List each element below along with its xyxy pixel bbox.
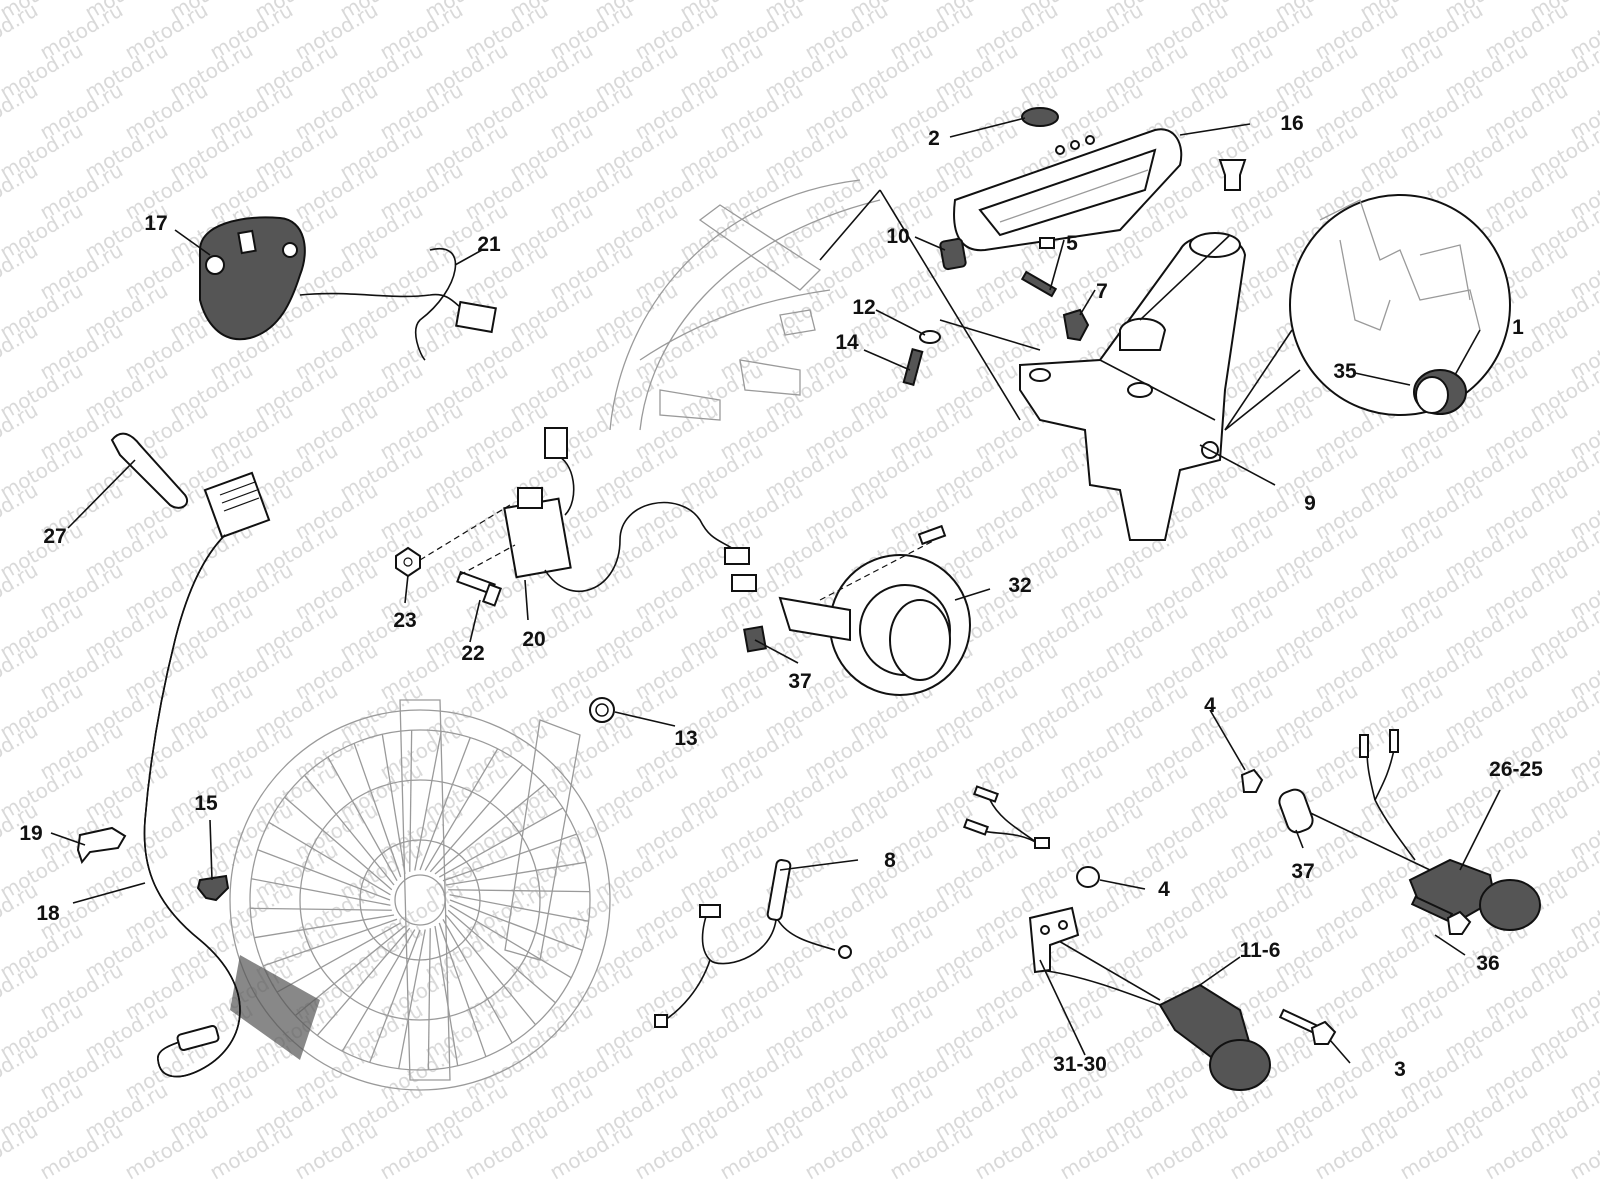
label-13: 13 (674, 727, 697, 750)
label-17: 17 (144, 212, 167, 235)
nut-23 (395, 546, 421, 578)
label-1: 1 (1512, 316, 1524, 339)
spacer-37-horn (743, 625, 767, 653)
wheel-spoke (434, 783, 546, 875)
wheel-spoke (369, 929, 421, 1063)
callout-labels: 1 2 3 4 4 5 7 8 9 10 11-6 12 13 14 15 16… (19, 112, 1543, 1081)
speed-sensor-cable (143, 471, 271, 1078)
wheel-spoke (445, 861, 586, 886)
label-10: 10 (886, 225, 909, 248)
label-26-25: 26-25 (1489, 758, 1543, 781)
wheel-spoke (254, 914, 395, 939)
label-35: 35 (1333, 360, 1357, 383)
wheel-spoke (250, 907, 392, 911)
wheel-spoke (447, 909, 556, 1004)
wheel-spoke (442, 918, 513, 1044)
wheel-spoke (268, 821, 391, 896)
wheel-spoke (257, 849, 391, 901)
rubber-7 (1062, 308, 1090, 342)
wheel-spoke (442, 833, 577, 882)
label-4-lower: 4 (1158, 878, 1170, 901)
wheel-spoke (251, 878, 391, 906)
label-5: 5 (1066, 232, 1078, 255)
label-22: 22 (461, 642, 484, 665)
wheel-spoke (445, 914, 537, 1026)
bolt-36 (1410, 895, 1472, 935)
bolt-22 (456, 570, 502, 607)
label-21: 21 (477, 233, 501, 256)
label-19: 19 (19, 822, 42, 845)
label-4-upper: 4 (1204, 694, 1216, 717)
wheel-spoke (276, 922, 402, 993)
label-16: 16 (1280, 112, 1303, 135)
label-3: 3 (1394, 1058, 1406, 1081)
label-36: 36 (1476, 952, 1499, 975)
wheel-spoke (429, 764, 524, 873)
label-7: 7 (1096, 280, 1108, 303)
wheel-spoke (303, 774, 395, 886)
cable-clip (76, 826, 127, 865)
ghost-fender (609, 179, 881, 431)
detail-view (1224, 194, 1511, 431)
rubber-10 (939, 237, 967, 271)
wheel-spoke (381, 734, 406, 875)
bolt-5 (1020, 270, 1058, 298)
tie-strap (110, 432, 189, 509)
leader-lines (50, 117, 1501, 1064)
nut-4-upper (1240, 768, 1264, 793)
circlip (589, 697, 615, 723)
wheel-spoke (419, 737, 471, 871)
bolt-14 (902, 348, 924, 386)
wheel-spoke (438, 807, 564, 878)
label-9: 9 (1304, 492, 1316, 515)
label-23: 23 (393, 609, 416, 632)
label-8: 8 (884, 849, 896, 872)
wheel-spoke (263, 918, 398, 967)
wheel-spoke (427, 928, 431, 1070)
wheel-spoke (327, 756, 398, 882)
wheel-spoke (341, 929, 416, 1052)
wheel-spoke (434, 925, 459, 1066)
wheel-spoke (448, 889, 590, 893)
label-20: 20 (522, 628, 545, 651)
sensor-8 (654, 859, 852, 1028)
wheel-spoke (424, 748, 499, 871)
label-12: 12 (852, 296, 875, 319)
flasher-relay (503, 427, 757, 593)
label-11-6: 11-6 (1240, 939, 1281, 962)
wheel-spoke (409, 730, 413, 872)
bulb-holder (1218, 159, 1247, 191)
plate-31-30 (1028, 906, 1080, 974)
label-37-indicator: 37 (1291, 860, 1314, 883)
wheel-spoke (284, 796, 393, 891)
label-15: 15 (194, 792, 218, 815)
spacer-37-indicator (1278, 788, 1314, 834)
wheel-spoke (398, 929, 426, 1069)
label-2: 2 (928, 127, 940, 150)
wheel-spoke (449, 894, 589, 922)
label-32: 32 (1008, 574, 1031, 597)
label-18: 18 (36, 902, 60, 925)
handlebar-switch (199, 216, 497, 361)
label-31-30: 31-30 (1053, 1053, 1107, 1076)
horn (778, 524, 971, 696)
grommet (196, 874, 230, 902)
wheel-spoke (449, 899, 583, 951)
bolt-3 (1278, 1008, 1337, 1045)
wheel-spoke (316, 927, 411, 1036)
nut-4-lower (1076, 866, 1100, 888)
wheel-spoke (449, 904, 572, 979)
label-14: 14 (835, 331, 859, 354)
label-27: 27 (43, 525, 66, 548)
instrument-cluster (953, 128, 1183, 252)
wheel-spoke (353, 743, 402, 878)
cap-2 (1021, 107, 1059, 127)
label-37-horn: 37 (788, 670, 811, 693)
washer-12 (919, 330, 941, 344)
ghost-front-wheel (229, 699, 611, 1091)
wheel-spoke (414, 731, 442, 871)
